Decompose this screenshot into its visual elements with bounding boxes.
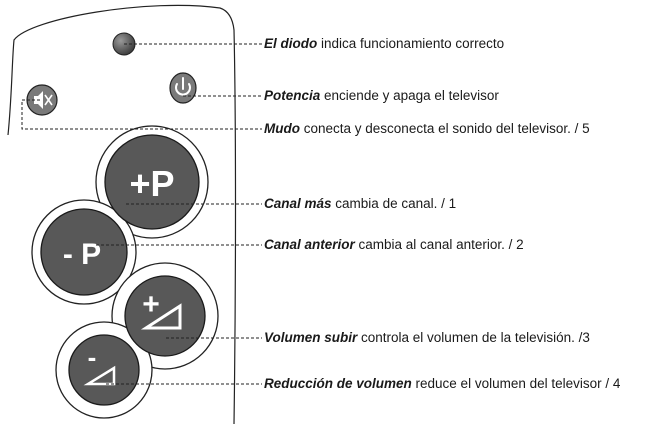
callout-power-term: Potencia bbox=[264, 88, 321, 103]
callout-channel-up-term: Canal más bbox=[264, 196, 332, 211]
mute-button[interactable] bbox=[26, 84, 58, 116]
callout-power-text: enciende y apaga el televisor bbox=[320, 88, 499, 103]
callout-volume-up-text: controla el volumen de la televisión. /3 bbox=[357, 330, 590, 345]
channel-up-button[interactable]: +P bbox=[104, 134, 200, 230]
power-button[interactable] bbox=[169, 72, 197, 104]
callout-volume-down-term: Reducción de volumen bbox=[264, 376, 412, 391]
remote-body-outline bbox=[7, 4, 237, 424]
callout-volume-down: Reducción de volumen reduce el volumen d… bbox=[264, 375, 620, 393]
leader-lines bbox=[21, 43, 262, 385]
volume-up-icon bbox=[140, 303, 182, 330]
leader-mute bbox=[21, 99, 262, 130]
callout-volume-up-term: Volumen subir bbox=[264, 330, 358, 345]
callout-volume-down-text: reduce el volumen del televisor / 4 bbox=[411, 376, 621, 391]
power-icon bbox=[175, 77, 191, 96]
volume-down-icon bbox=[83, 365, 116, 386]
channel-previous-label: - P bbox=[63, 238, 101, 271]
callout-power: Potencia enciende y apaga el televisor bbox=[264, 87, 499, 105]
volume-down-button[interactable]: - bbox=[68, 334, 140, 406]
volume-up-button[interactable]: + bbox=[124, 275, 206, 357]
callout-volume-up: Volumen subir controla el volumen de la … bbox=[264, 329, 590, 347]
callout-diode-text: indica funcionamiento correcto bbox=[317, 36, 505, 51]
callout-mute: Mudo conecta y desconecta el sonido del … bbox=[264, 120, 590, 138]
channel-previous-button[interactable]: - P bbox=[40, 208, 128, 296]
volume-down-minus-label: - bbox=[88, 342, 97, 372]
callout-channel-prev: Canal anterior cambia al canal anterior.… bbox=[264, 236, 524, 254]
volume-up-plus-label: + bbox=[142, 288, 160, 321]
callout-channel-prev-term: Canal anterior bbox=[264, 237, 355, 252]
callout-mute-text: conecta y desconecta el sonido del telev… bbox=[300, 121, 590, 136]
callout-channel-up-text: cambia de canal. / 1 bbox=[331, 196, 457, 211]
channel-up-label: +P bbox=[129, 163, 174, 204]
callout-mute-term: Mudo bbox=[264, 121, 300, 136]
callout-channel-prev-text: cambia al canal anterior. / 2 bbox=[354, 237, 524, 252]
callout-channel-up: Canal más cambia de canal. / 1 bbox=[264, 195, 456, 213]
callout-diode-term: El diodo bbox=[264, 36, 318, 51]
callout-diode: El diodo indica funcionamiento correcto bbox=[264, 35, 504, 53]
